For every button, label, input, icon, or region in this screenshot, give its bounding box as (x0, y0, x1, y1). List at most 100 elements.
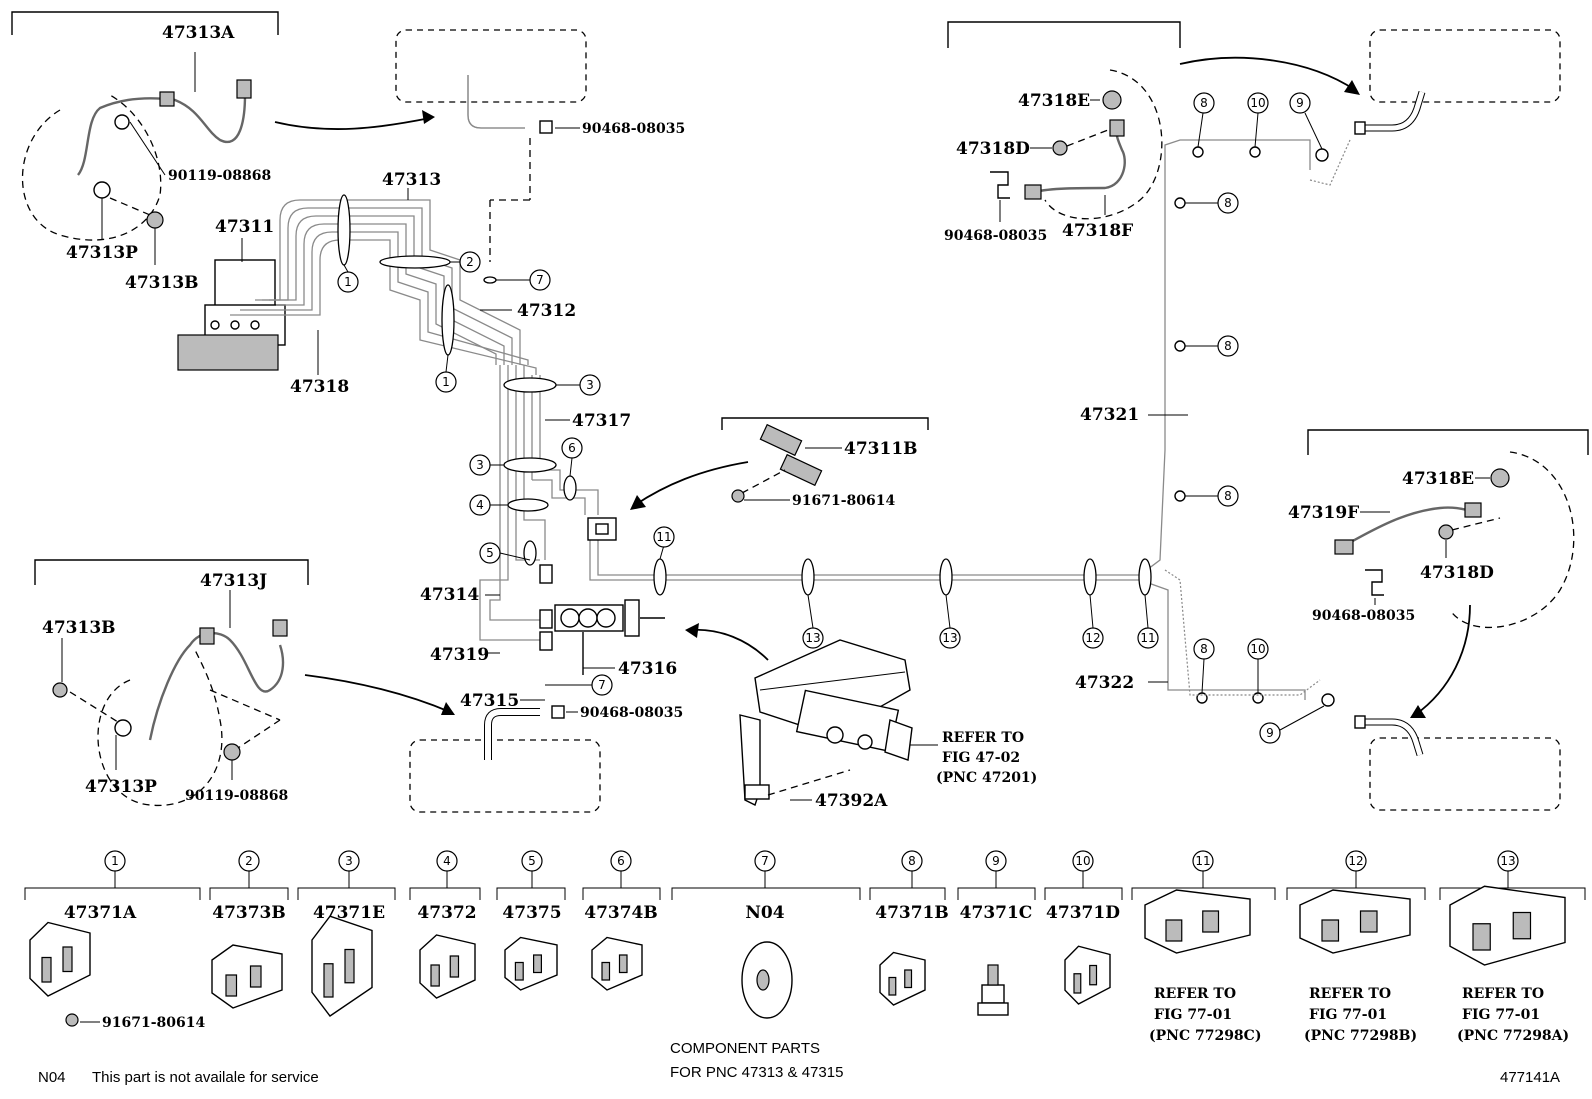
callout-4: 4 (476, 498, 484, 512)
bottom-callout-7: 7 (761, 854, 769, 868)
label-47313b-top: 47313B (125, 273, 199, 293)
group-tube-bundle: 47313 47312 4 7 3 1 7 (230, 139, 1311, 700)
group-top-right-reference-box (1354, 29, 1561, 135)
bottom-callout-12: 12 (1348, 854, 1363, 868)
label-47313b-mid: 47313B (42, 618, 116, 638)
bottom-part-sketches (29, 885, 1566, 1027)
group-bottom-right-reference-box (1354, 715, 1561, 811)
bottom-refer-13-0: REFER TO (1462, 986, 1544, 1002)
bottom-callout-11: 11 (1195, 854, 1210, 868)
bottom-part-label-1: 47371A (64, 903, 137, 923)
callout-12: 12 (1085, 631, 1100, 645)
label-47313a: 47313A (162, 23, 235, 43)
label-90119-08868-top: 90119-08868 (168, 168, 271, 184)
label-91671-80614-top: 91671-80614 (792, 493, 895, 509)
bottom-part-extra-1: 91671-80614 (102, 1015, 205, 1031)
bottom-callout-6: 6 (617, 854, 625, 868)
label-47315: 47315 (460, 691, 519, 711)
bottom-parts-row: 147371A91671-80614247373B347371E44737254… (24, 850, 1586, 1044)
label-47318d-right: 47318D (1420, 563, 1494, 583)
group-body-tubes: 47321 47322 (1075, 139, 1351, 696)
bottom-callout-4: 4 (443, 854, 451, 868)
group-47318f: 47318E 47318D 90468-08035 47318F (944, 21, 1360, 244)
figure-id: 477141A (1500, 1069, 1560, 1086)
label-90468-08035-mid: 90468-08035 (580, 705, 683, 721)
label-47313p-top: 47313P (66, 243, 138, 263)
label-47313: 47313 (382, 170, 441, 190)
label-47321: 47321 (1080, 405, 1139, 425)
bottom-callout-9: 9 (992, 854, 1000, 868)
label-47319f: 47319F (1288, 503, 1359, 523)
group-callouts: 1 2 7 1 3 3 6 4 5 11 7 13 13 12 11 8 10 … (337, 92, 1335, 744)
group-47313a: 47313A 90119-08868 47313P 47313B (11, 11, 435, 293)
callout-8-d: 8 (1224, 489, 1232, 503)
bottom-callout-3: 3 (345, 854, 353, 868)
bottom-callout-10: 10 (1075, 854, 1090, 868)
label-90468-08035-top: 90468-08035 (582, 121, 685, 137)
bottom-callout-2: 2 (245, 854, 253, 868)
bottom-callout-13: 13 (1500, 854, 1515, 868)
callout-8-b: 8 (1224, 196, 1232, 210)
bottom-refer-11-0: REFER TO (1154, 986, 1236, 1002)
callout-10-bot: 10 (1250, 642, 1265, 656)
label-47312: 47312 (517, 301, 576, 321)
callout-1: 1 (344, 275, 352, 289)
component-note-line1: COMPONENT PARTS (670, 1040, 820, 1057)
bottom-part-label-4: 47372 (417, 903, 476, 923)
bottom-part-6: 6 47374B (582, 850, 661, 923)
group-47319f: 47318E 47319F 47318D 90468-08035 (1288, 429, 1589, 718)
label-90119-08868-mid: 90119-08868 (185, 788, 288, 804)
group-47313j: 47313J 47313B 47313P 90119-08868 (34, 559, 455, 807)
callout-6: 6 (568, 441, 576, 455)
callout-3: 3 (586, 378, 594, 392)
bottom-refer-13-1: FIG 77-01 (1462, 1007, 1540, 1023)
bottom-part-label-6: 47374B (584, 903, 658, 923)
group-47311b: 47311B 91671-80614 (587, 417, 929, 541)
label-refer-to-47-02-c: (PNC 47201) (936, 770, 1037, 786)
group-master-cylinder-fittings: 47314 47319 47316 47315 (420, 564, 769, 711)
callout-1b: 1 (442, 375, 450, 389)
callout-7: 7 (536, 273, 544, 287)
label-47322: 47322 (1075, 673, 1134, 693)
label-47316: 47316 (618, 659, 677, 679)
bottom-part-label-3: 47371E (313, 903, 385, 923)
footnote-text: This part is not availale for service (92, 1069, 319, 1086)
label-47319: 47319 (430, 645, 489, 665)
label-47318f: 47318F (1062, 221, 1133, 241)
label-47313j: 47313J (200, 571, 267, 591)
label-47311b: 47311B (844, 439, 918, 459)
bottom-part-label-9: 47371C (960, 903, 1033, 923)
callout-3b: 3 (476, 458, 484, 472)
label-47318: 47318 (290, 377, 349, 397)
callout-7b: 7 (598, 678, 606, 692)
bottom-refer-11-2: (PNC 77298C) (1149, 1028, 1261, 1044)
label-refer-to-47-02-a: REFER TO (942, 730, 1024, 746)
bottom-part-label-8: 47371B (875, 903, 949, 923)
component-note-line2: FOR PNC 47313 & 47315 (670, 1064, 843, 1081)
callout-11b: 11 (1140, 631, 1155, 645)
group-abs-unit: 47311 47318 (177, 217, 349, 397)
label-47392a: 47392A (815, 791, 888, 811)
bottom-refer-12-1: FIG 77-01 (1309, 1007, 1387, 1023)
bottom-part-9: 9 47371C (957, 850, 1036, 923)
label-47318e-top: 47318E (1018, 91, 1090, 111)
label-refer-to-47-02-b: FIG 47-02 (942, 750, 1020, 766)
label-47314: 47314 (420, 585, 479, 605)
callout-2: 2 (466, 255, 474, 269)
callout-8-bot: 8 (1200, 642, 1208, 656)
bottom-part-label-7: N04 (745, 903, 784, 923)
callout-5: 5 (486, 546, 494, 560)
bottom-part-label-5: 47375 (502, 903, 561, 923)
bottom-refer-11-1: FIG 77-01 (1154, 1007, 1232, 1023)
callout-10-top: 10 (1250, 96, 1265, 110)
bottom-refer-13-2: (PNC 77298A) (1457, 1028, 1569, 1044)
group-master-cylinder: 47392A REFER TO FIG 47-02 (PNC 47201) (739, 639, 1037, 811)
callout-9-top: 9 (1296, 96, 1304, 110)
